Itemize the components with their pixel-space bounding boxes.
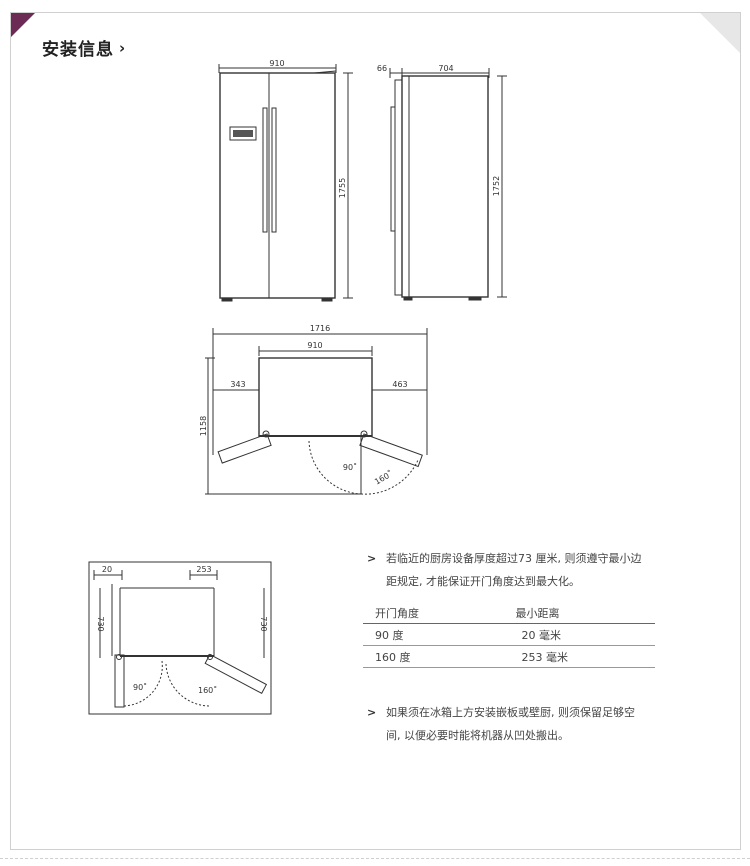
note-line: 间, 以便必要时能将机器从凹处搬出。 <box>386 729 569 742</box>
top-view: 1716 910 343 463 90˚ 160˚ 1158 <box>199 324 428 495</box>
chevron-right-icon: > <box>367 552 377 565</box>
fridge-top-body <box>258 357 373 437</box>
corner-accent <box>11 13 35 37</box>
control-panel <box>229 126 257 141</box>
right-door-outline-small <box>204 653 268 695</box>
cell-angle: 90 度 <box>363 623 468 646</box>
section-title: 安装信息 › <box>42 35 127 61</box>
side-view: 66 704 1752 <box>377 64 507 301</box>
note-line: 若临近的厨房设备厚度超过73 厘米, 则须遵守最小边 <box>386 552 642 565</box>
hinge <box>360 430 368 438</box>
top-width-label: 910 <box>307 341 322 350</box>
depth-730-left: 730 <box>96 616 105 631</box>
table-row: 160 度 253 毫米 <box>363 645 655 668</box>
depth-730-right: 730 <box>259 616 268 631</box>
angle-90-label: 90˚ <box>343 462 357 472</box>
content-panel: 安装信息 › <box>10 12 741 850</box>
fridge-side-body <box>401 75 489 298</box>
col-header-distance: 最小距离 <box>467 602 655 624</box>
left-door-handle <box>262 107 268 233</box>
clearance-view: 20 253 90˚ 160˚ 730 730 <box>88 561 272 715</box>
side-depth-label: 704 <box>438 64 453 73</box>
left-door-outline <box>217 433 272 464</box>
side-door <box>394 79 403 296</box>
right-door-handle <box>271 107 277 233</box>
cell-distance: 20 毫米 <box>467 623 655 646</box>
front-view: 910 1755 <box>218 59 353 302</box>
fridge-front-body <box>219 72 336 299</box>
display-screen <box>233 130 253 137</box>
clearance-frame <box>88 561 272 715</box>
table-header-row: 开门角度 最小距离 <box>363 602 655 624</box>
gap-20-label: 20 <box>102 565 112 574</box>
foot <box>403 296 413 301</box>
corner-fold <box>700 13 740 53</box>
right-door-open-160 <box>204 653 268 695</box>
chevron-right-icon: › <box>119 38 127 57</box>
foot <box>468 296 482 301</box>
right-door-outline <box>359 433 423 468</box>
left-clearance-label: 343 <box>230 380 245 389</box>
gap-253-label: 253 <box>196 565 211 574</box>
depth-label: 1158 <box>199 416 208 436</box>
left-open-door <box>217 433 272 464</box>
swing-arc-90 <box>123 660 163 707</box>
handle-depth-label: 66 <box>377 64 387 73</box>
hinge <box>262 430 270 438</box>
page-bottom-divider <box>0 858 750 859</box>
note-line: 如果须在冰箱上方安装嵌板或壁厨, 则须保留足够空 <box>386 706 635 719</box>
clearance-table: 开门角度 最小距离 90 度 20 毫米 160 度 253 毫米 <box>363 602 655 668</box>
cell-distance: 253 毫米 <box>467 645 655 668</box>
front-width-label: 910 <box>269 59 284 68</box>
swing-arc-160 <box>165 663 211 707</box>
clearance-angle-90: 90˚ <box>133 682 147 692</box>
cell-angle: 160 度 <box>363 645 468 668</box>
right-clearance-label: 463 <box>392 380 407 389</box>
front-height-label: 1755 <box>338 178 347 198</box>
table-row: 90 度 20 毫米 <box>363 623 655 646</box>
hinge <box>207 654 213 660</box>
chevron-right-icon: > <box>367 706 377 719</box>
total-width-label: 1716 <box>310 324 330 333</box>
foot <box>321 297 333 302</box>
section-title-text: 安装信息 <box>42 40 114 60</box>
angle-160-label: 160˚ <box>373 468 395 486</box>
col-header-angle: 开门角度 <box>363 602 468 624</box>
left-door-open-90 <box>114 654 125 708</box>
side-handle <box>390 106 396 232</box>
right-open-door <box>359 433 423 468</box>
top-hinge <box>313 70 337 74</box>
foot <box>221 297 233 302</box>
side-height-label: 1752 <box>492 176 501 196</box>
swing-arc-90 <box>308 440 362 495</box>
note-overhead-cabinet: > 如果须在冰箱上方安装嵌板或壁厨, 则须保留足够空 间, 以便必要时能将机器从… <box>367 701 661 747</box>
note-line: 距规定, 才能保证开门角度达到最大化。 <box>386 575 580 588</box>
clearance-angle-160: 160˚ <box>198 685 217 695</box>
hinge <box>116 654 122 660</box>
note-adjacent-cabinet: > 若临近的厨房设备厚度超过73 厘米, 则须遵守最小边 距规定, 才能保证开门… <box>367 547 661 593</box>
